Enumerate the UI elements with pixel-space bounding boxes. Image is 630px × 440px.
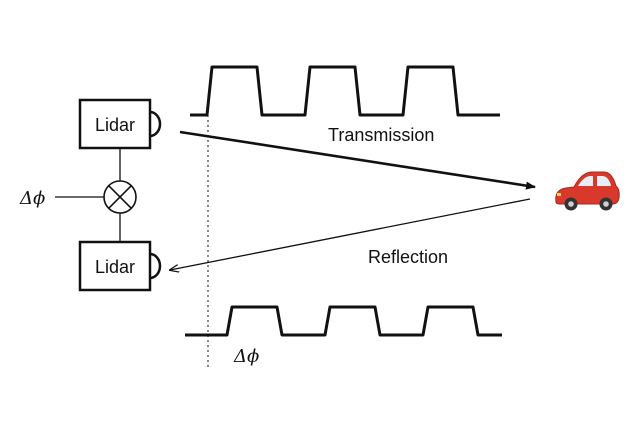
lidar-bottom-lens [149,252,162,280]
car-hub-front [568,201,574,207]
car-window-front [578,176,593,186]
reflection-label: Reflection [368,247,448,267]
lidar-top-lens [149,110,162,138]
lidar-top-box [78,98,152,150]
reflection-arrow: Reflection [170,198,531,270]
car-window-rear [597,176,611,186]
car-icon [555,171,620,211]
lidar-bottom: Lidar [78,240,162,292]
lidar-bottom-box [78,240,152,292]
reflection-arrow-line [170,198,531,270]
car-hub-rear [603,201,609,207]
transmission-label: Transmission [328,125,434,145]
car-headlight [557,193,561,196]
mixer-input-label: Δϕ [19,188,45,209]
transmitted-waveform [190,65,500,117]
lidar-top-label: Lidar [95,115,135,135]
mixer-cross-b [108,185,132,209]
phase-shift-label: Δϕ [233,346,259,367]
received-waveform [185,305,502,337]
lidar-bottom-label: Lidar [95,257,135,277]
phase-mixer: Δϕ [19,148,137,242]
transmission-arrow: Transmission [179,125,536,190]
lidar-top: Lidar [78,98,162,150]
transmission-arrow-line [179,130,536,190]
